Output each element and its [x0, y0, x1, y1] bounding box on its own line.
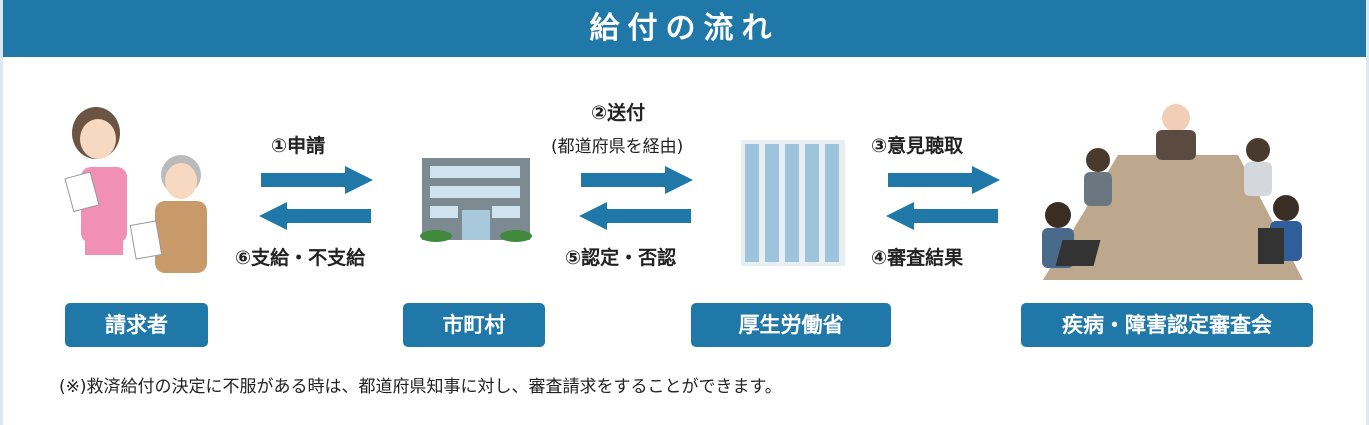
arrow-left-5: [579, 202, 691, 230]
step-5-label: ⑤認定・否認: [565, 247, 677, 269]
arrow-right-1: [261, 166, 373, 194]
actor-municipality: 市町村: [403, 303, 545, 347]
actor-ministry: 厚生労働省: [691, 303, 891, 347]
requester-illustration: [64, 107, 207, 273]
arrow-left-4: [886, 202, 998, 230]
step-2-label: ②送付: [591, 102, 646, 124]
step-3-label: ③意見聴取: [871, 135, 964, 157]
step-2-sublabel: (都道府県を経由): [551, 137, 684, 157]
footnote: (※)救済給付の決定に不服がある時は、都道府県知事に対し、審査請求をすることがで…: [59, 377, 782, 397]
review-council-illustration: [1042, 104, 1303, 280]
actor-review-council: 疾病・障害認定審査会: [1021, 303, 1313, 347]
actor-requester: 請求者: [65, 303, 208, 347]
arrow-left-6: [259, 202, 371, 230]
step-1-label: ①申請: [271, 135, 326, 157]
ministry-building-illustration: [741, 140, 845, 266]
step-4-label: ④審査結果: [871, 247, 964, 269]
arrow-right-3: [888, 166, 1000, 194]
arrow-right-2: [581, 166, 693, 194]
step-6-label: ⑥支給・不支給: [235, 247, 366, 269]
page-title: 給付の流れ: [3, 0, 1366, 57]
city-hall-illustration: [420, 158, 532, 242]
